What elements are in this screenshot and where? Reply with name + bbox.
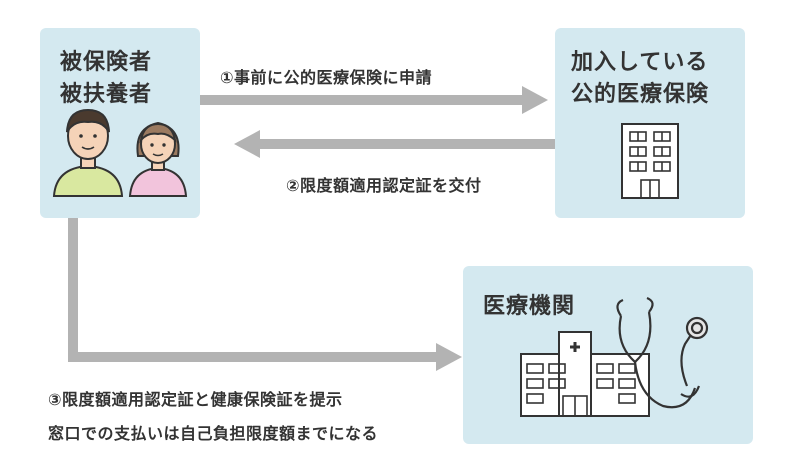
- man-avatar: [52, 108, 124, 197]
- woman-avatar: [128, 121, 188, 197]
- arrow-present: [68, 218, 462, 371]
- insured-title-line2: 被扶養者: [60, 82, 153, 107]
- insurer-title-line1: 加入している: [571, 50, 709, 75]
- hospital-title: 医療機関: [483, 294, 576, 319]
- people-illustration: [52, 108, 188, 197]
- arrow-issue: [234, 130, 558, 158]
- insurer-title-line2: 公的医療保険: [571, 82, 710, 107]
- step-3-label-line1: ③限度額適用認定証と健康保険証を提示: [48, 390, 343, 409]
- step-2-label: ②限度額適用認定証を交付: [286, 176, 482, 195]
- step-3-label-line2: 窓口での支払いは自己負担限度額までになる: [48, 424, 379, 443]
- hospital-illustration: [520, 296, 709, 417]
- insurer-box: 加入している 公的医療保険: [555, 28, 745, 218]
- stethoscope-icon: [616, 296, 709, 409]
- insured-box: 被保険者 被扶養者: [40, 28, 200, 218]
- office-building-icon: [621, 123, 679, 199]
- step-1-label: ①事前に公的医療保険に申請: [220, 68, 433, 87]
- hospital-box: 医療機関: [463, 266, 753, 444]
- hospital-icon: [520, 331, 650, 417]
- insured-title-line1: 被保険者: [60, 50, 153, 75]
- arrow-apply: [200, 86, 548, 114]
